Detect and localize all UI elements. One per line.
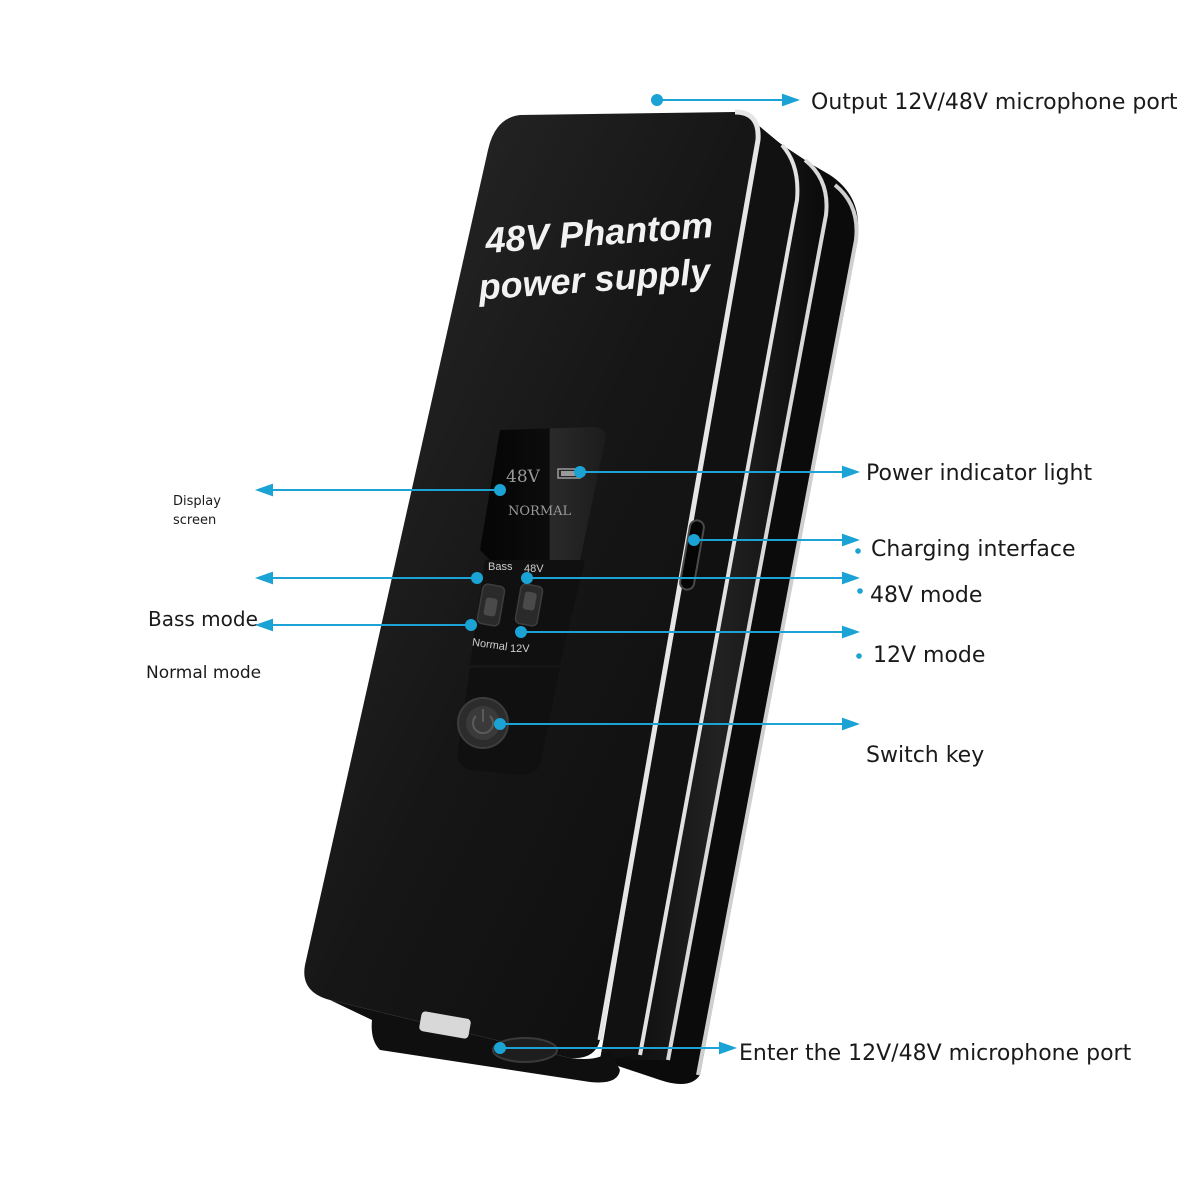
mode-48v-label: 48V mode [870, 583, 983, 608]
switch-bass-label: Bass [488, 561, 513, 573]
callout-lines [255, 93, 863, 1055]
input-port-label: Enter the 12V/48V microphone port [739, 1041, 1132, 1066]
screen-voltage-text: 48V [506, 467, 541, 487]
display-screen-label-line1: Display [173, 494, 221, 509]
bass-mode-label: Bass mode [148, 607, 258, 631]
bottom-end [330, 1000, 620, 1083]
switch-panel: Bass 48V Normal 12V [470, 560, 585, 665]
display-screen-label-line2: screen [173, 512, 217, 528]
switch-48v-label: 48V [524, 563, 544, 575]
display-screen-label: Display screen [173, 493, 253, 531]
power-indicator-label: Power indicator light [866, 461, 1093, 486]
power-icon [472, 715, 494, 735]
output-port-label: Output 12V/48V microphone port [811, 90, 1178, 115]
mode-12v-label: 12V mode [873, 643, 986, 668]
charging-interface-label: Charging interface [871, 537, 1076, 562]
normal-mode-label: Normal mode [146, 663, 262, 683]
display-module: 48V NORMAL [480, 427, 606, 560]
power-button-module [457, 668, 560, 775]
switch-key-label: Switch key [866, 743, 985, 768]
switch-normal-label: Normal [471, 637, 508, 654]
heatsink-fins [600, 125, 859, 1084]
screen-mode-text: NORMAL [508, 504, 572, 519]
switch-12v-label: 12V [510, 643, 530, 655]
